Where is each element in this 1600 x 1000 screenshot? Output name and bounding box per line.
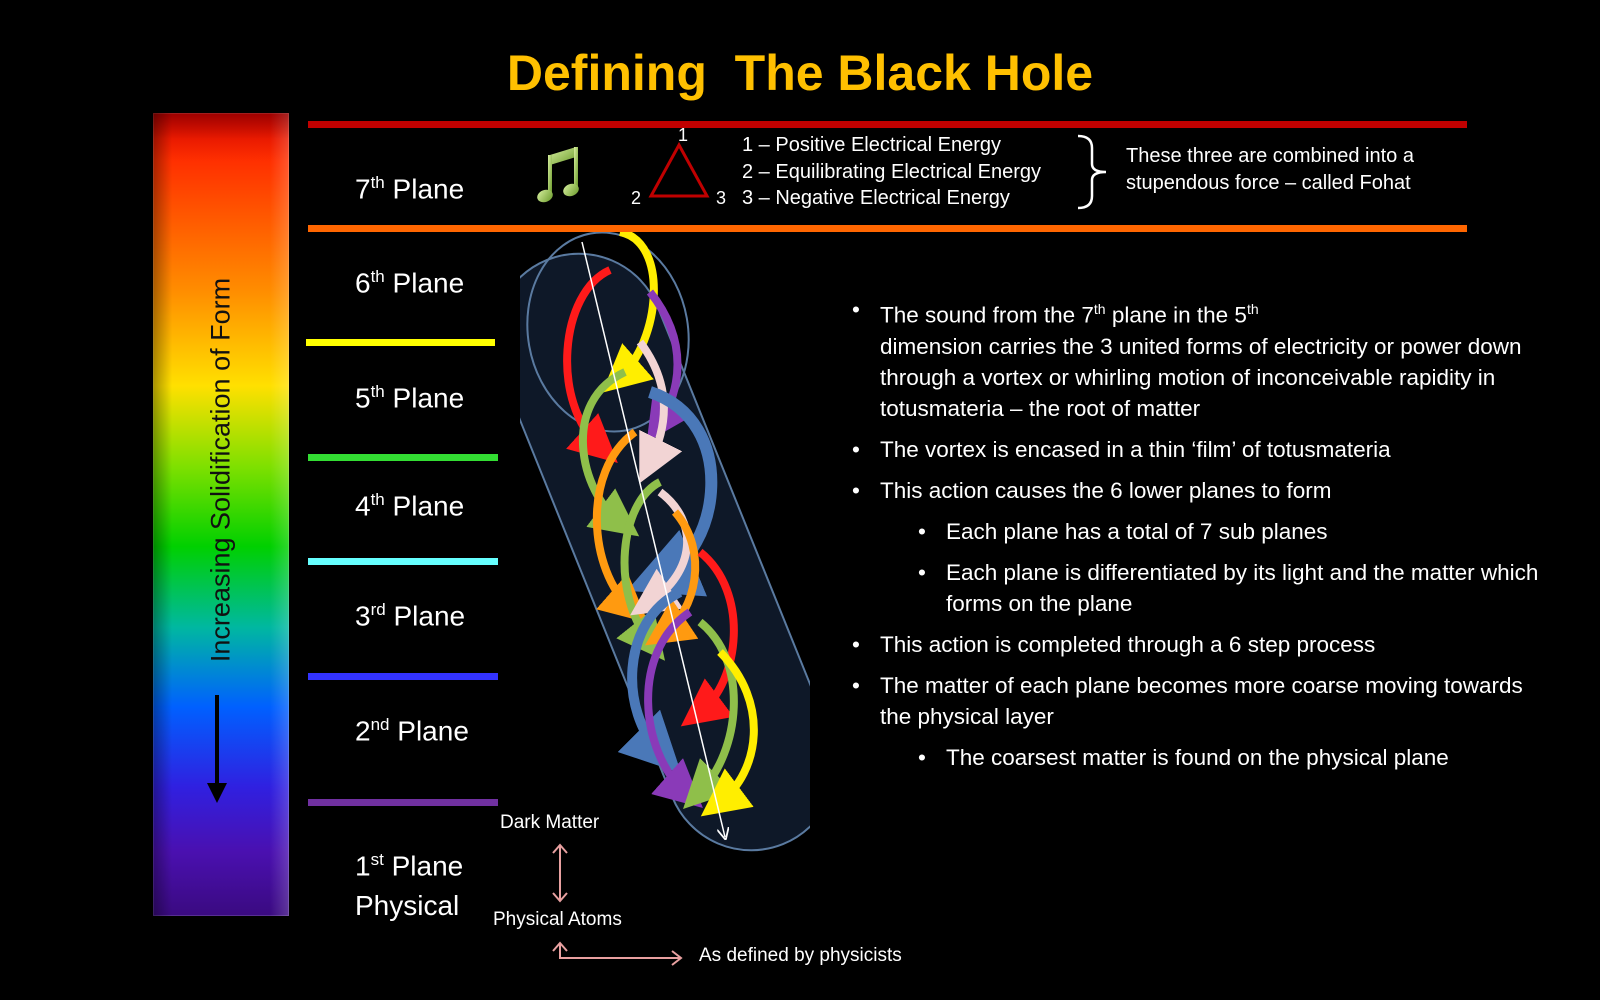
plane-line-2nd	[308, 673, 498, 680]
energy-legend: 1 – Positive Electrical Energy 2 – Equil…	[742, 132, 1041, 212]
energy-item-negative: 3 – Negative Electrical Energy	[742, 187, 1010, 209]
triangle-number-2: 2	[631, 188, 642, 208]
list-item: The matter of each plane becomes more co…	[852, 670, 1552, 732]
fohat-note: These three are combined into a stupendo…	[1126, 145, 1414, 194]
plane-label-3rd: 3rd Plane	[355, 600, 466, 632]
triangle-icon	[648, 142, 710, 198]
plane-line-5th	[306, 339, 495, 346]
triangle-number-3: 3	[716, 188, 727, 208]
plane-label-7th: 7th Plane	[355, 173, 465, 205]
list-subitem: The coarsest matter is found on the phys…	[918, 742, 1552, 773]
description-list: The sound from the 7th plane in the 5th …	[852, 294, 1552, 783]
music-note-icon	[537, 147, 579, 203]
down-arrow-icon	[207, 695, 227, 803]
plane-label-2nd: 2nd Plane	[355, 715, 469, 747]
double-arrow-icon	[552, 843, 568, 903]
corner-arrow-icon	[552, 941, 683, 966]
plane-line-7th-top	[308, 121, 1467, 128]
list-item: The sound from the 7th plane in the 5th …	[852, 294, 1552, 424]
page-title: Defining The Black Hole	[506, 45, 1094, 101]
energy-item-equilibrating: 2 – Equilibrating Electrical Energy	[742, 160, 1042, 183]
triangle-number-1: 1	[678, 125, 689, 145]
curly-brace-icon	[1077, 134, 1107, 210]
plane-line-3rd	[308, 558, 498, 565]
list-item: This action causes the 6 lower planes to…	[852, 475, 1552, 506]
list-item: This action is completed through a 6 ste…	[852, 629, 1552, 660]
spectrum-label: Increasing Solidification of Form	[205, 277, 236, 663]
spectrum-bar	[153, 113, 289, 916]
plane-line-6th-top	[308, 225, 1467, 232]
physicists-label: As defined by physicists	[699, 945, 902, 966]
plane-label-4th: 4th Plane	[355, 490, 465, 522]
plane-label-6th: 6th Plane	[355, 267, 465, 299]
plane-line-1st	[308, 799, 498, 806]
plane-label-physical: Physical	[355, 890, 460, 922]
list-subitem: Each plane has a total of 7 sub planes	[918, 516, 1552, 547]
energy-item-positive: 1 – Positive Electrical Energy	[742, 134, 1002, 156]
vortex-diagram	[520, 232, 810, 852]
plane-label-5th: 5th Plane	[355, 382, 465, 414]
dark-matter-label: Dark Matter	[500, 812, 600, 833]
list-item: The vortex is encased in a thin ‘film’ o…	[852, 434, 1552, 465]
plane-line-4th	[308, 454, 498, 461]
physical-atoms-label: Physical Atoms	[493, 909, 622, 930]
list-subitem: Each plane is differentiated by its ligh…	[918, 557, 1552, 619]
